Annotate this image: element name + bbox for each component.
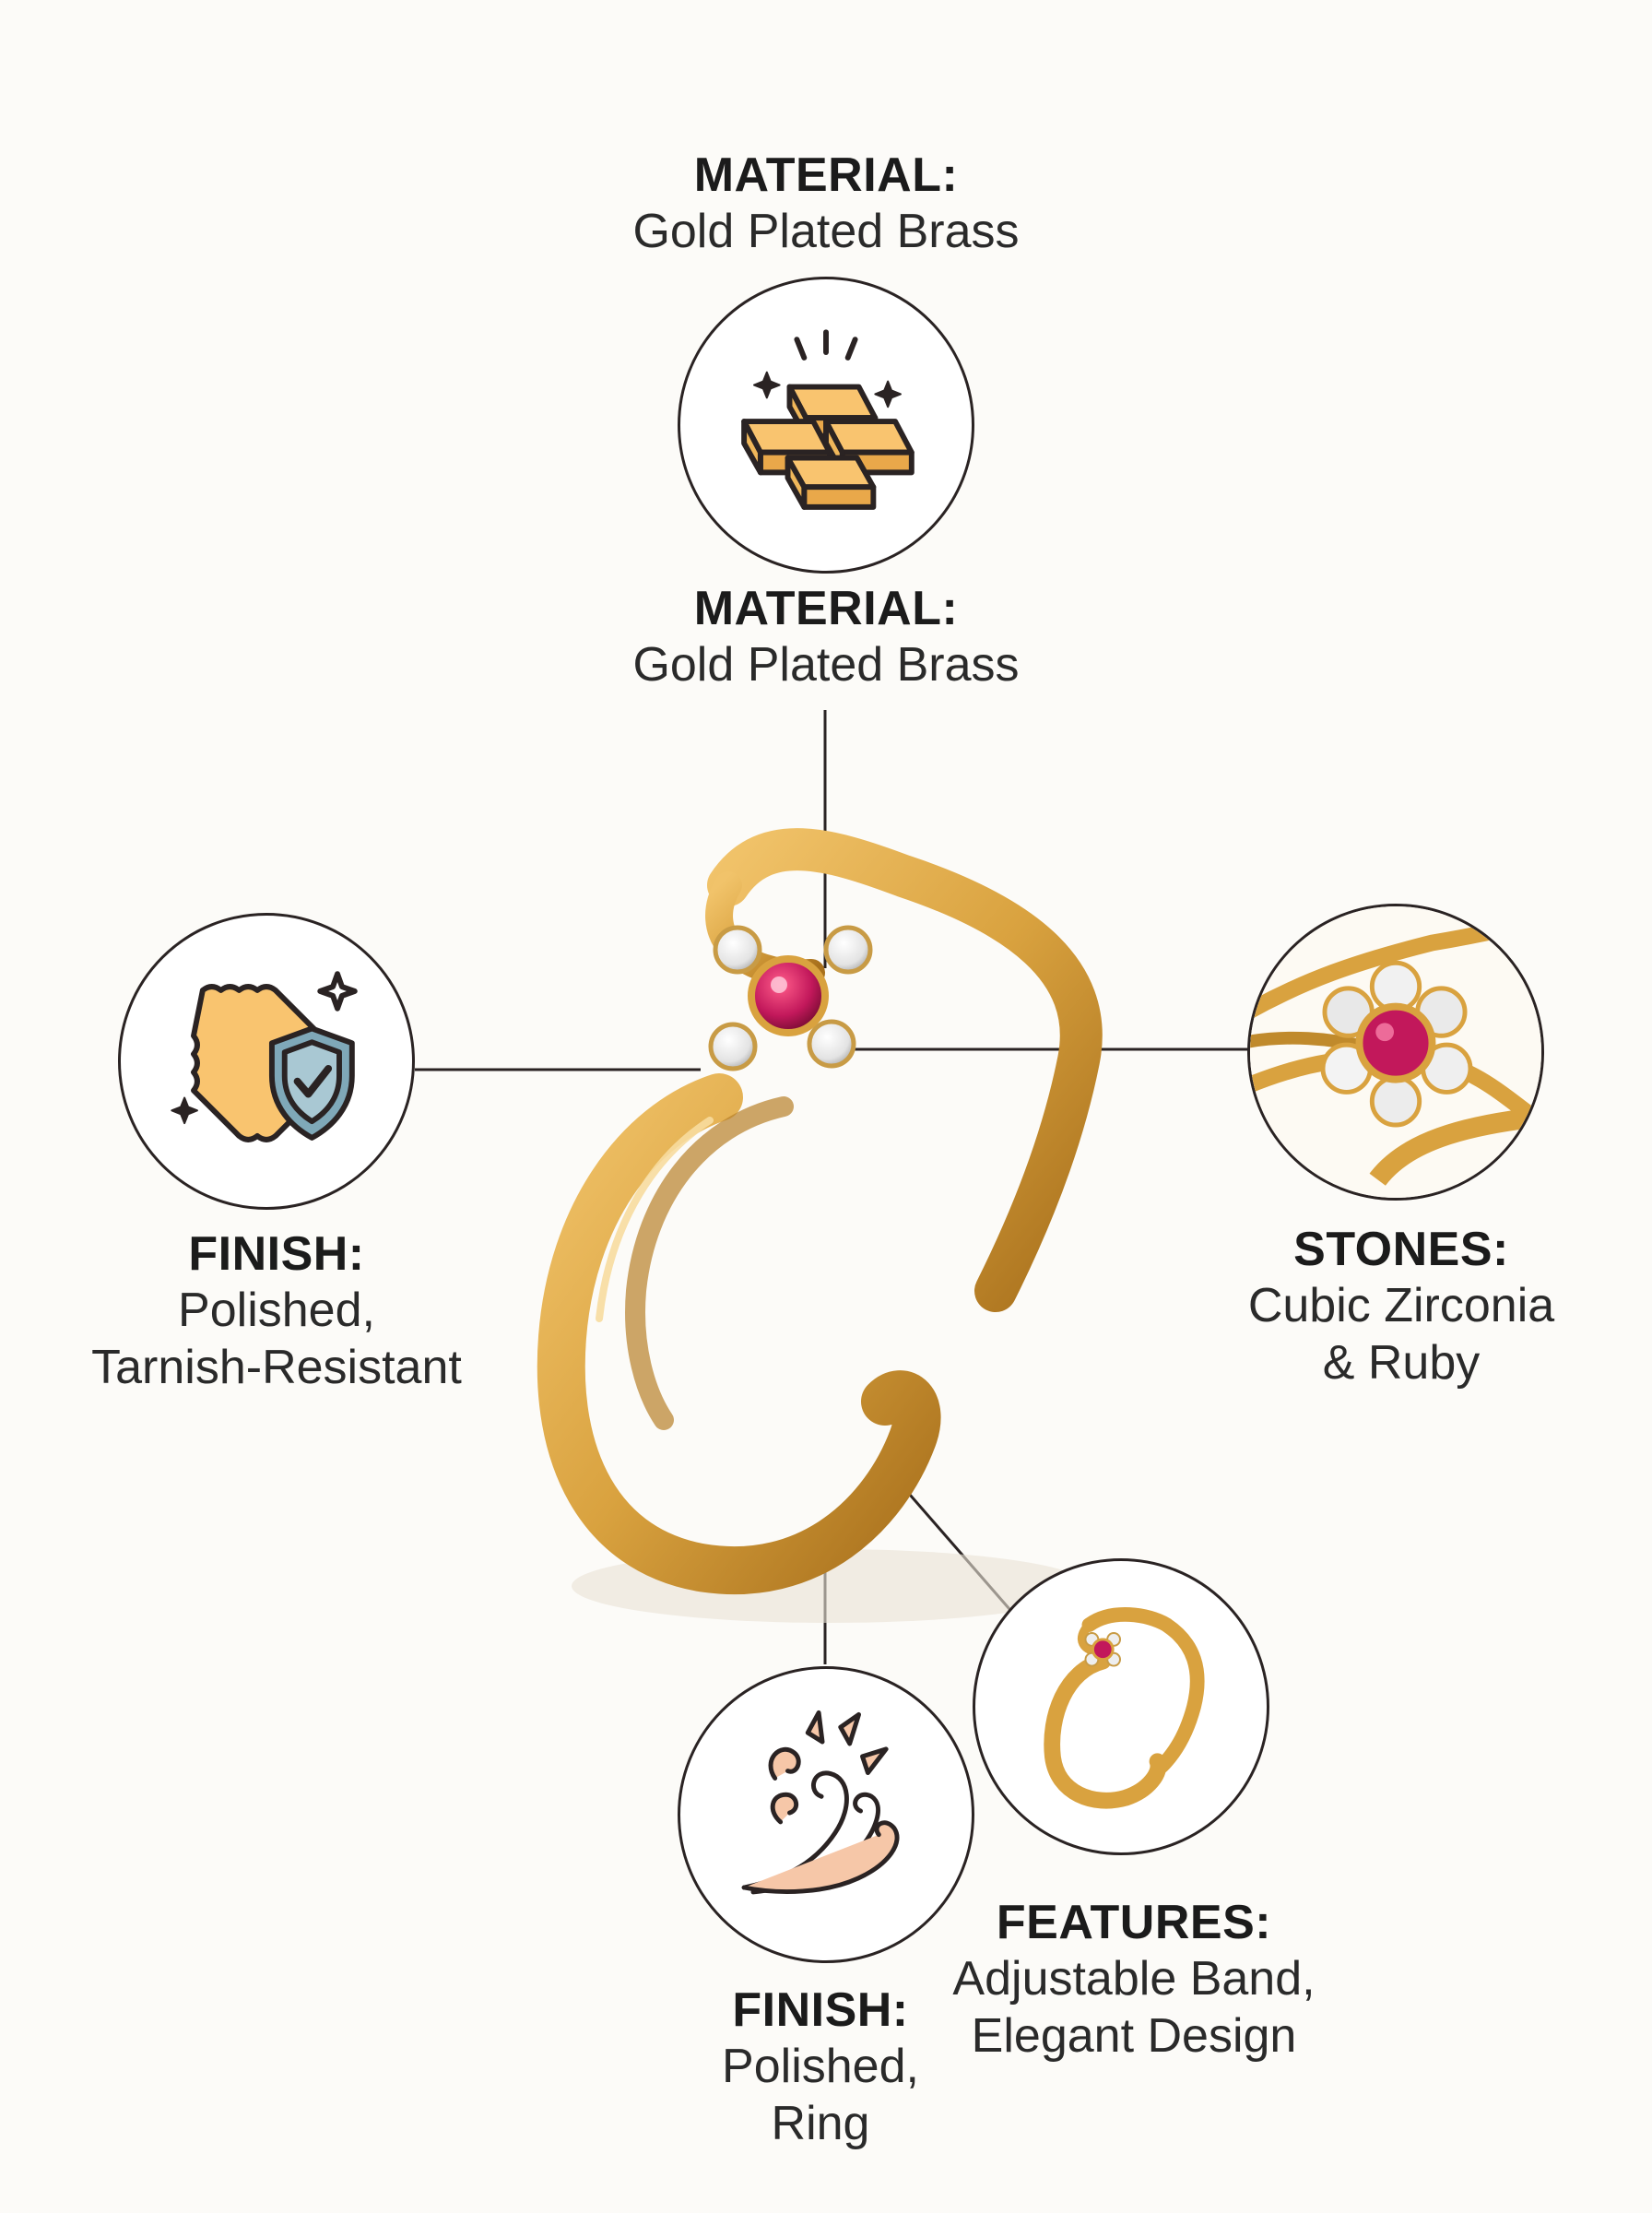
features-value-line-1: Adjustable Band,: [952, 1952, 1316, 2006]
ring-thumbnail-icon: [973, 1558, 1269, 1855]
stones-heading: STONES:: [1293, 1223, 1509, 1276]
finish-heading: FINISH:: [188, 1227, 365, 1281]
finish-value-line-1: Polished,: [722, 2040, 919, 2094]
swirl-ornament-icon: [678, 1666, 974, 1963]
polishing-cloth-shield-icon: [118, 913, 415, 1210]
features-value-line-2: Elegant Design: [971, 2008, 1297, 2063]
finish-heading: FINISH:: [732, 1983, 909, 2037]
stones-label: STONES: Cubic Zirconia & Ruby: [1189, 1222, 1613, 1391]
finish-value-line-2: Ring: [771, 2096, 870, 2150]
gold-bars-icon: [678, 277, 974, 574]
material-label-top: MATERIAL: Gold Plated Brass: [549, 148, 1103, 261]
material-label-mid: MATERIAL: Gold Plated Brass: [549, 581, 1103, 694]
features-label: FEATURES: Adjustable Band, Elegant Desig…: [903, 1895, 1364, 2065]
finish-value-line-2: Tarnish-Resistant: [91, 1340, 462, 1394]
material-value: Gold Plated Brass: [632, 205, 1020, 259]
stones-value-line-2: & Ruby: [1322, 1335, 1481, 1390]
material-heading: MATERIAL:: [693, 582, 959, 635]
stones-value-line-1: Cubic Zirconia: [1247, 1279, 1555, 1333]
finish-label-left: FINISH: Polished, Tarnish-Resistant: [37, 1226, 516, 1396]
finish-label-bottom: FINISH: Polished, Ring: [645, 1982, 996, 2152]
material-value: Gold Plated Brass: [632, 638, 1020, 692]
stone-closeup-icon: [1247, 904, 1544, 1201]
material-heading: MATERIAL:: [693, 148, 959, 202]
finish-value-line-1: Polished,: [178, 1284, 375, 1338]
features-heading: FEATURES:: [996, 1896, 1272, 1949]
